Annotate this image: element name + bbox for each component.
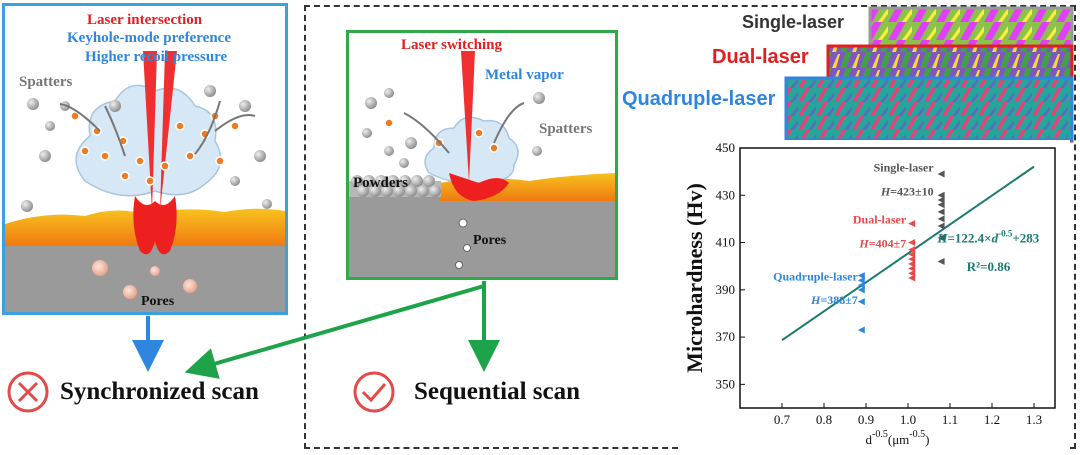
check-icon [353,371,395,413]
data-point [937,170,945,178]
fit-equation: H=122.4×d-0.5+283 [936,229,1039,246]
powder-bed [349,175,441,197]
laser-intersection-label: Laser intersection [87,12,203,28]
data-point [908,250,916,258]
data-point [937,257,945,265]
seq-scan-block [352,370,396,419]
data-point [908,260,916,268]
microstructure-maps [784,6,1074,143]
x-tick-label: 0.8 [816,412,832,427]
cross-icon [7,371,49,413]
data-point [908,220,916,228]
pore-bubbles [92,260,197,299]
series-label: Dual-laser [853,213,907,227]
sequential-illustration [349,51,615,277]
fit-r2: R²=0.86 [967,259,1011,274]
data-point [857,281,865,289]
spatter-particles [362,88,545,168]
data-point [908,246,916,254]
x-tick-label: 1.0 [900,412,916,427]
y-tick-label: 390 [716,282,736,297]
data-point [937,196,945,204]
laser-beam-1 [143,51,157,211]
x-tick-label: 1.3 [1026,412,1042,427]
metal-vapor-label: Metal vapor [485,67,564,83]
data-point [937,201,945,209]
data-point [937,234,945,242]
x-axis-label: d-0.5(μm-0.5) [866,429,930,447]
keyhole-mode-label: Keyhole-mode preference [67,30,231,46]
x-tick-label: 0.9 [858,412,874,427]
data-point [908,255,916,263]
y-axis-label: Microhardness (Hv) [682,183,707,373]
data-point [857,326,865,334]
sync-scan-block [6,370,50,419]
data-point [908,265,916,273]
data-point [908,239,916,247]
keyhole [133,196,177,255]
data-point [857,286,865,294]
y-tick-label: 370 [716,329,736,344]
data-point [908,274,916,282]
data-point [857,272,865,280]
series-annotation: H=388±7 [810,293,858,307]
data-point [857,298,865,306]
data-point [908,269,916,277]
seq-scan-label: Sequential scan [414,378,581,405]
data-point [937,191,945,199]
data-point [857,276,865,284]
series-label: Single-laser [874,161,935,175]
x-tick-label: 0.7 [774,412,791,427]
y-tick-label: 430 [716,187,736,202]
pores-label: Pores [473,233,507,248]
x-tick-label: 1.2 [984,412,1000,427]
hardness-chart: 0.7 0.8 0.9 1.0 1.1 1.2 1.3 350 370 390 410 430 450M… [682,140,1056,447]
plot-frame [739,147,1056,409]
data-point [937,208,945,216]
y-tick-label: 350 [716,376,736,391]
laser-beam [461,51,475,183]
spatters-label: Spatters [539,121,593,137]
sync-scan-label: Synchronized scan [60,378,259,405]
melt-pool [449,173,509,201]
sequential-panel: Laser switching Metal vapor Spatters Pow… [346,30,618,280]
spatters-label: Spatters [19,74,73,90]
data-point [937,222,945,230]
substrate [349,193,615,277]
synchronized-panel: Laser intersection Keyhole-mode preferen… [2,3,288,315]
quad-laser-map [784,76,1074,142]
x-tick-label: 1.1 [942,412,958,427]
quad-laser-tag: Quadruple-laser [622,88,776,110]
y-tick-label: 450 [716,140,736,155]
powders-label: Powders [353,175,408,191]
laser-switching-label: Laser switching [401,37,502,53]
spatter-arrows [59,100,256,157]
droplets [384,118,499,153]
synchronized-illustration [5,51,285,312]
series-annotation: H=423±10 [880,184,934,198]
fit-line [781,165,1035,342]
laser-beam-2 [160,51,177,211]
data-point [937,215,945,223]
series-annotation: H=404±7 [858,236,906,250]
single-laser-tag: Single-laser [742,12,845,32]
spatter-particles [21,85,272,212]
series-label: Quadruple-laser [773,269,858,283]
y-tick-label: 410 [716,235,736,250]
pores-label: Pores [141,294,175,309]
cross-arrow [184,284,485,379]
dual-laser-tag: Dual-laser [712,46,809,68]
pore-bubbles [455,218,471,269]
spatter-arrows [403,102,525,154]
recoil-pressure-label: Higher recoil pressure [85,49,228,65]
